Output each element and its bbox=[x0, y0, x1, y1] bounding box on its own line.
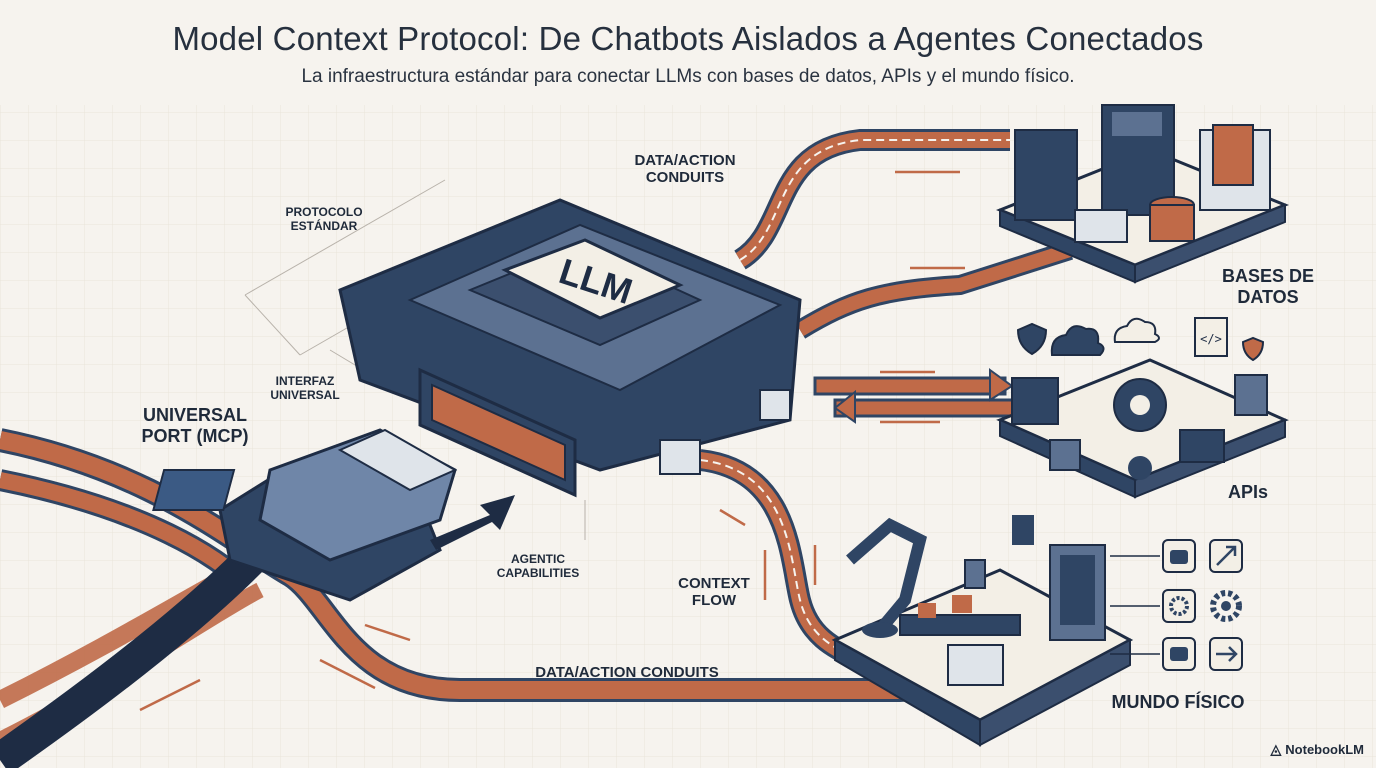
usb-cable bbox=[0, 547, 263, 768]
label-context-flow: CONTEXT FLOW bbox=[672, 575, 756, 610]
robot-icon bbox=[1162, 637, 1196, 671]
svg-text:</>: </> bbox=[1200, 332, 1222, 346]
label-interfaz-universal: INTERFAZ UNIVERSAL bbox=[262, 374, 348, 403]
expand-arrow-icon bbox=[1209, 539, 1243, 573]
connector-lines bbox=[1110, 555, 1160, 655]
robot-icon bbox=[1162, 539, 1196, 573]
shield-icon bbox=[1016, 322, 1048, 356]
label-agentic-capabilities: AGENTIC CAPABILITIES bbox=[488, 552, 588, 581]
label-protocolo-line1: PROTOCOLO bbox=[285, 205, 363, 219]
physical-world-platform bbox=[831, 515, 1134, 747]
conduit-api bbox=[813, 368, 1017, 424]
label-mundo-fisico: MUNDO FÍSICO bbox=[1111, 692, 1245, 712]
conduit-top bbox=[733, 129, 1010, 270]
label-context-line2: FLOW bbox=[691, 592, 737, 610]
flow-arrows bbox=[109, 170, 965, 712]
label-interfaz-line2: UNIVERSAL bbox=[270, 387, 340, 402]
page-title: Model Context Protocol: De Chatbots Aisl… bbox=[172, 20, 1204, 57]
label-conduits-top-line1: DATA/ACTION bbox=[634, 152, 736, 169]
llm-chip bbox=[338, 198, 802, 498]
cloud-icon bbox=[1050, 325, 1105, 356]
gear-icon bbox=[1162, 589, 1196, 623]
cloud-icon bbox=[1113, 317, 1160, 343]
shield-icon bbox=[1241, 336, 1265, 362]
label-agentic-line1: AGENTIC bbox=[511, 552, 565, 566]
brand-label: NotebookLM bbox=[1285, 742, 1364, 757]
databases-platform bbox=[995, 104, 1290, 284]
gear-icon bbox=[1210, 590, 1242, 622]
label-bases-de-datos: BASES DE DATOS bbox=[1208, 266, 1328, 307]
label-apis: APIs bbox=[1227, 482, 1269, 502]
label-protocolo-estandar: PROTOCOLO ESTÁNDAR bbox=[278, 205, 370, 234]
label-bases-line1: BASES DE bbox=[1221, 266, 1315, 286]
conduit-mid bbox=[794, 240, 1074, 339]
page-subtitle: La infraestructura estándar para conecta… bbox=[301, 66, 1075, 87]
label-conduits-top: DATA/ACTION CONDUITS bbox=[630, 152, 740, 187]
arrow-right-icon bbox=[1209, 637, 1243, 671]
notebooklm-brand: ◬ NotebookLM bbox=[1271, 741, 1365, 758]
label-bases-line2: DATOS bbox=[1237, 286, 1299, 307]
apis-platform bbox=[996, 358, 1289, 499]
notebooklm-logo-icon: ◬ bbox=[1270, 741, 1282, 757]
label-conduits-bottom: DATA/ACTION CONDUITS bbox=[535, 664, 719, 681]
label-protocolo-line2: ESTÁNDAR bbox=[290, 218, 358, 233]
label-universal-port: UNIVERSAL PORT (MCP) bbox=[128, 405, 262, 446]
label-interfaz-line1: INTERFAZ bbox=[275, 374, 335, 388]
label-agentic-line2: CAPABILITIES bbox=[496, 565, 580, 580]
label-port-line2: PORT (MCP) bbox=[141, 425, 249, 446]
code-icon: </> bbox=[1194, 317, 1228, 357]
label-context-line1: CONTEXT bbox=[678, 575, 750, 592]
insertion-arrow bbox=[430, 495, 515, 550]
label-conduits-top-line2: CONDUITS bbox=[645, 169, 725, 187]
usb-plug bbox=[152, 428, 458, 602]
label-port-line1: UNIVERSAL bbox=[142, 405, 247, 425]
